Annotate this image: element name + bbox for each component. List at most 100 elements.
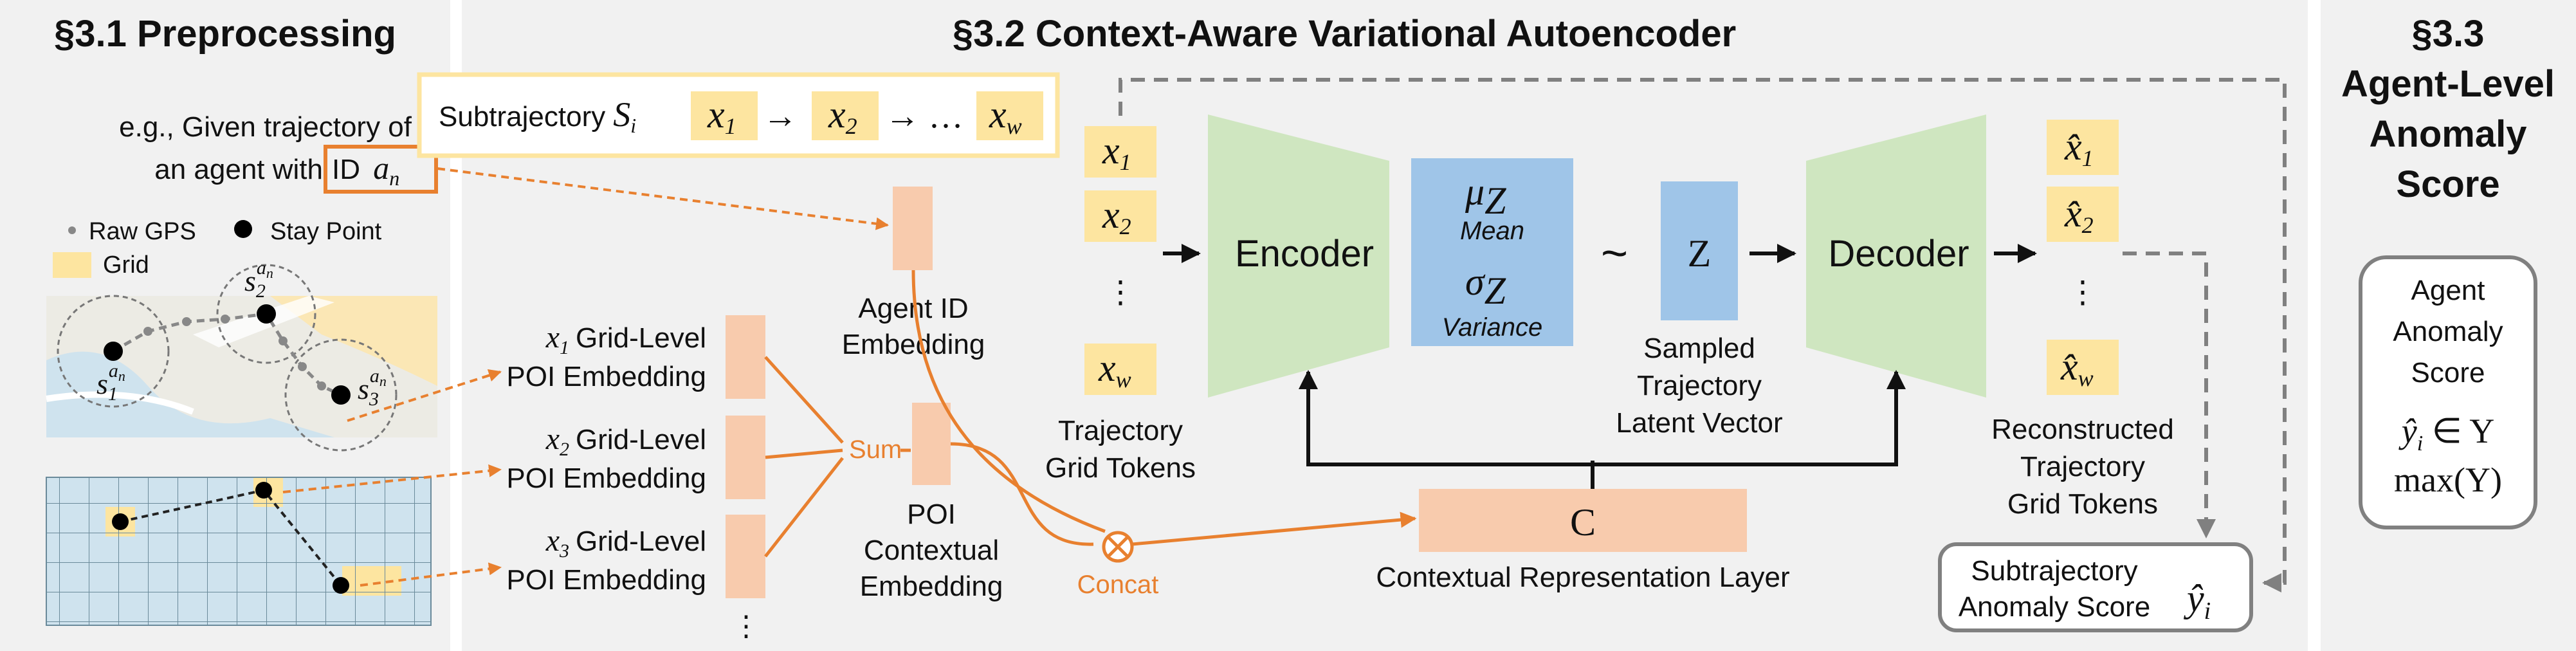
input-to-score-dashed <box>1119 78 2287 592</box>
arrow-map-to-poi1 <box>347 369 502 422</box>
recon-token-2-box <box>2047 187 2119 242</box>
traj-token-2-box <box>1084 190 1156 242</box>
arrow-grid-to-poi2 <box>282 464 502 493</box>
agent-score-title-line1: §3.3 <box>2412 13 2485 55</box>
poi2-label-line2: POI Embedding <box>506 463 706 494</box>
poi3-label-line2: POI Embedding <box>506 564 706 596</box>
agent-formula: ŷi ∈ Y <box>2398 412 2494 455</box>
poi1-embedding-bar <box>726 315 765 399</box>
sum-line-2 <box>765 448 843 459</box>
concat-label: Concat <box>1077 571 1159 599</box>
legend-stay-point: Stay Point <box>270 218 382 245</box>
latent-dist-box <box>1411 158 1573 346</box>
poi-ctx-line1: POI <box>907 499 956 530</box>
sampled-line3: Latent Vector <box>1616 407 1782 439</box>
sum-label: Sum <box>849 436 902 464</box>
trajectory-map <box>46 264 437 452</box>
grid-legend-swatch <box>53 252 91 278</box>
mu-label: μZ <box>1465 170 1506 222</box>
agent-score-title-line3: Anomaly <box>2370 113 2527 155</box>
agent-box-line1: Agent <box>2411 275 2485 306</box>
z-label: Z <box>1688 232 1712 275</box>
stay-point-3-label: s3an <box>358 365 387 410</box>
sub-arrow-dots: → … <box>885 96 964 135</box>
agent-box-line2: Anomaly <box>2393 316 2503 347</box>
agent-box-line3: Score <box>2411 357 2485 389</box>
sub-score-yhat: ŷi <box>2183 577 2211 625</box>
poi-ctx-line2: Contextual <box>864 535 999 566</box>
poi1-label-line2: POI Embedding <box>506 361 706 392</box>
sub-arrow-1: → <box>763 96 798 135</box>
traj-token-1-box <box>1084 126 1156 178</box>
example-line1: e.g., Given trajectory of <box>119 111 412 143</box>
traj-tokens-line2: Grid Tokens <box>1045 452 1196 484</box>
recon-to-score-dashed <box>2123 252 2216 538</box>
decoder-label: Decoder <box>1828 233 1969 275</box>
grid-map <box>46 477 432 626</box>
sub-score-line1: Subtrajectory <box>1971 555 2137 587</box>
sub-token-1: x1 <box>707 93 736 139</box>
sampled-line1: Sampled <box>1643 333 1755 364</box>
agent-id-line2: Embedding <box>842 329 985 360</box>
agent-to-concat-line <box>911 270 1106 533</box>
legend-grid: Grid <box>103 252 149 279</box>
stay-point-legend-dot <box>234 220 252 238</box>
sub-token-1-box <box>691 91 758 140</box>
decoder-block <box>1806 115 1986 398</box>
recon-line1: Reconstructed <box>1991 414 2174 445</box>
traj-token-w-box <box>1084 344 1156 395</box>
sub-token-w: xw <box>989 93 1022 139</box>
stay-point-2-label: s2an <box>244 257 273 302</box>
agent-id-label: ID an <box>332 150 399 190</box>
poi-ellipsis: ⋮ <box>732 610 760 642</box>
recon-token-1-box <box>2047 120 2119 175</box>
sub-token-2-box <box>812 91 879 140</box>
poi-contextual-embedding-bar <box>912 403 951 485</box>
sub-score-line2: Anomaly Score <box>1959 591 2150 623</box>
encoder-label: Encoder <box>1235 233 1374 275</box>
traj-token-2: x2 <box>1102 194 1131 239</box>
traj-token-ellipsis: ⋮ <box>1105 275 1136 309</box>
encoder-block <box>1208 115 1389 398</box>
stay-point-2 <box>257 304 276 324</box>
agent-score-title-line4: Score <box>2396 163 2499 205</box>
recon-token-w: x̂w <box>2060 345 2094 391</box>
recon-line3: Grid Tokens <box>2007 488 2158 520</box>
c-label: C <box>1570 501 1596 544</box>
arrow-grid-to-poi3 <box>360 562 502 587</box>
preprocessing-title: §3.1 Preprocessing <box>54 13 396 55</box>
ctx-layer-label: Contextual Representation Layer <box>1376 562 1789 593</box>
c-to-decoder-line <box>1593 370 1906 466</box>
z-box <box>1661 181 1738 320</box>
traj-token-1: x1 <box>1102 129 1131 175</box>
concat-x-mark <box>1107 536 1129 558</box>
poi2-embedding-bar <box>726 416 765 499</box>
recon-token-w-box <box>2047 340 2119 395</box>
agent-id-embedding-bar <box>893 187 933 270</box>
poi-to-concat-line <box>950 442 1094 546</box>
poi3-embedding-bar <box>726 515 765 598</box>
sigma-label: σZ <box>1465 261 1506 312</box>
stay-point-3 <box>331 385 351 405</box>
recon-token-1: x̂1 <box>2064 125 2094 171</box>
agent-score-box <box>2359 255 2537 529</box>
stay-point-1 <box>104 342 123 361</box>
traj-tokens-line1: Trajectory <box>1058 415 1183 446</box>
tilde-label: ~ <box>1601 228 1628 279</box>
recon-token-ellipsis: ⋮ <box>2067 275 2098 309</box>
concat-to-c-arrow <box>1131 511 1417 546</box>
raw-gps-legend-dot <box>68 226 76 234</box>
sampled-line2: Trajectory <box>1637 370 1762 401</box>
sub-token-w-box <box>976 91 1043 140</box>
agent-formula-max: max(Y) <box>2394 461 2502 499</box>
c-box <box>1419 489 1747 552</box>
arrow-id-to-agent-embedding <box>437 167 889 230</box>
recon-line2: Trajectory <box>2020 451 2145 482</box>
agent-id-highlight-box <box>324 145 438 194</box>
stay-point-1-label: s1an <box>96 360 125 405</box>
mean-label: Mean <box>1460 217 1524 245</box>
